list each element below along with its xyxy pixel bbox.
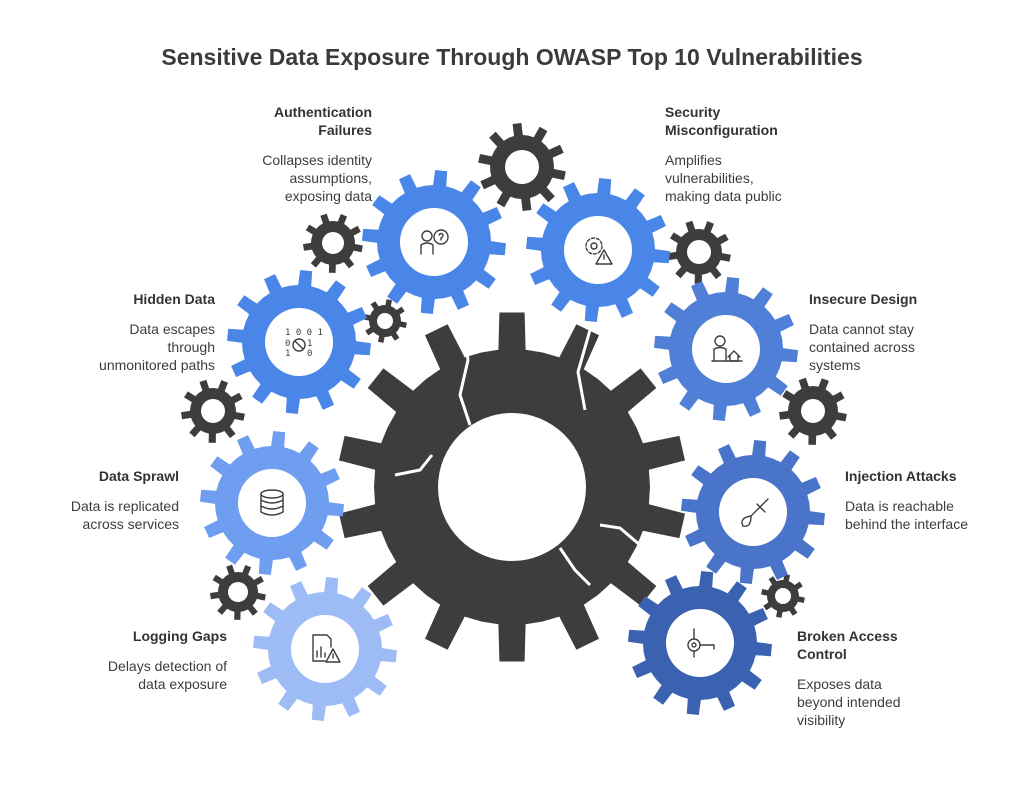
central-gear <box>339 312 685 662</box>
svg-text:0: 0 <box>307 349 312 359</box>
label-data-sprawl: Data Sprawl Data is replicated across se… <box>0 467 179 533</box>
small-gear-top <box>478 123 566 211</box>
svg-text:1: 1 <box>285 349 290 359</box>
gear-hidden-data <box>227 270 371 414</box>
heading-logging-gaps: Logging Gaps <box>132 628 227 644</box>
small-gear-upper-left <box>303 213 363 273</box>
small-gear-top-hub <box>505 150 539 184</box>
database-icon <box>260 489 284 516</box>
heading-insecure-design: Insecure Design <box>809 291 918 307</box>
small-gear-lower-left <box>210 564 266 620</box>
gear-logging-gaps-hub <box>291 615 359 683</box>
small-gear-upper-right <box>667 220 731 284</box>
gear-warning-icon <box>585 237 613 265</box>
small-gear-lower-right <box>761 574 805 618</box>
central-gear-crack-4 <box>599 523 641 547</box>
syringe-icon <box>741 498 769 527</box>
small-gears <box>181 123 847 620</box>
central-gear-crack-2 <box>576 329 592 411</box>
gear-injection-attacks-hub <box>719 478 787 546</box>
small-gear-right <box>779 377 847 445</box>
heading-authentication-failures: Authentication Failures <box>274 104 372 138</box>
label-logging-gaps: Logging Gaps Delays detection of data ex… <box>27 627 227 693</box>
heading-hidden-data: Hidden Data <box>133 291 215 307</box>
label-security-misconfiguration: Security Misconfiguration Amplifies vuln… <box>665 103 865 205</box>
log-warning-icon <box>312 634 341 663</box>
small-gear-upper-right-hub <box>687 240 711 264</box>
central-gear-shape <box>339 312 685 662</box>
heading-security-misconfiguration: Security Misconfiguration <box>665 104 778 138</box>
desc-authentication-failures: Collapses identity assumptions, exposing… <box>262 152 372 204</box>
label-broken-access-control: Broken Access Control Exposes data beyon… <box>797 627 997 729</box>
desc-logging-gaps: Delays detection of data exposure <box>107 658 227 692</box>
desc-data-sprawl: Data is replicated across services <box>70 498 179 532</box>
gear-hidden-data-hub <box>265 308 333 376</box>
gear-authentication-failures <box>362 170 506 314</box>
user-question-icon <box>420 229 449 255</box>
svg-text:1: 1 <box>307 339 312 349</box>
desc-hidden-data: Data escapes through unmonitored paths <box>99 321 215 373</box>
heading-broken-access-control: Broken Access Control <box>797 628 898 662</box>
person-house-icon <box>711 335 743 362</box>
svg-text:0: 0 <box>285 339 290 349</box>
small-gear-right-hub <box>801 399 825 423</box>
key-icon <box>687 628 715 658</box>
gear-security-misconfiguration-hub <box>564 216 632 284</box>
label-injection-attacks: Injection Attacks Data is reachable behi… <box>845 467 1024 533</box>
gear-injection-attacks <box>681 440 825 584</box>
desc-security-misconfiguration: Amplifies vulnerabilities, making data p… <box>665 152 782 204</box>
label-insecure-design: Insecure Design Data cannot stay contain… <box>809 290 1009 374</box>
label-hidden-data: Hidden Data Data escapes through unmonit… <box>15 290 215 374</box>
small-gear-lower-right-hub <box>775 588 791 604</box>
central-gear-crack-5 <box>558 547 592 587</box>
small-gear-mid-left-hub <box>377 313 393 329</box>
small-gear-left-hub <box>201 399 225 423</box>
central-gear-crack-3 <box>394 454 434 477</box>
svg-text:1 0 0 1: 1 0 0 1 <box>285 328 323 338</box>
small-gear-left <box>181 379 245 443</box>
central-gear-shape-hub <box>438 413 586 561</box>
gear-security-misconfiguration <box>526 178 670 322</box>
desc-broken-access-control: Exposes data beyond intended visibility <box>797 676 901 728</box>
page-title: Sensitive Data Exposure Through OWASP To… <box>161 44 863 70</box>
heading-injection-attacks: Injection Attacks <box>845 468 957 484</box>
small-gear-mid-left <box>363 299 407 343</box>
small-gear-upper-left-hub <box>322 232 344 254</box>
desc-insecure-design: Data cannot stay contained across system… <box>809 321 915 373</box>
central-gear-crack-1 <box>458 317 472 426</box>
gear-authentication-failures-hub <box>400 208 468 276</box>
gear-logging-gaps <box>253 577 397 721</box>
label-authentication-failures: Authentication Failures Collapses identi… <box>172 103 372 205</box>
desc-injection-attacks: Data is reachable behind the interface <box>845 498 968 532</box>
small-gear-lower-left-hub <box>228 582 248 602</box>
heading-data-sprawl: Data Sprawl <box>98 468 179 484</box>
